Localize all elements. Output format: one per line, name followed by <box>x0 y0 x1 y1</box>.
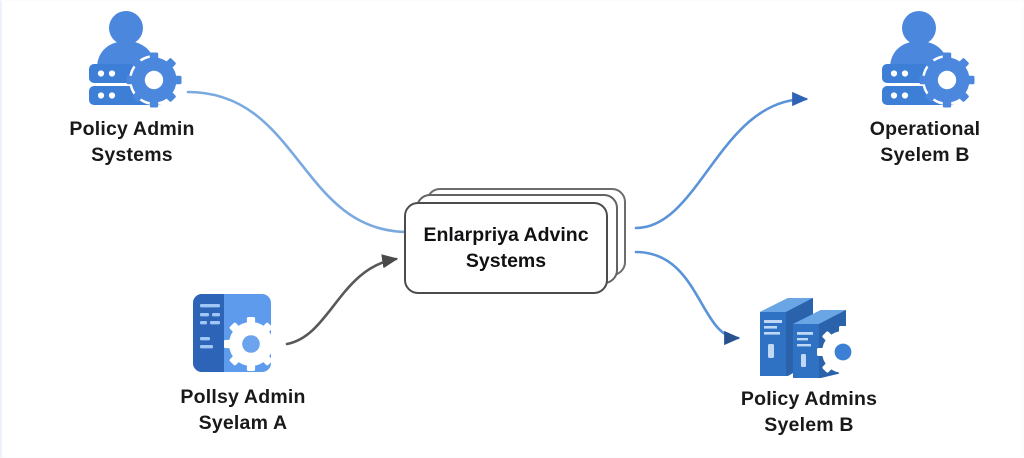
stacked-card-front <box>404 202 608 294</box>
node-enterprise-admin-systems[interactable]: Enlarpriya Advinc Systems <box>404 188 636 296</box>
edge-enterprise-to-policy-admins-system-b <box>634 250 741 346</box>
edge-enterprise-to-operational-system-b <box>634 91 809 230</box>
edge-policy-admin-systems-to-enterprise <box>186 90 410 234</box>
node-label: Pollsy Admin Syelam A <box>180 386 306 434</box>
node-operational-system-b[interactable]: Operational Syelem B <box>827 8 1023 168</box>
user-server-gear-icon <box>78 8 186 108</box>
document-card-gear-icon <box>191 292 295 376</box>
node-policy-admin-system-a[interactable]: Pollsy Admin Syelam A <box>145 292 341 436</box>
node-label: Policy Admin Systems <box>69 118 195 166</box>
node-label: Operational Syelem B <box>869 118 981 166</box>
node-policy-admins-system-b[interactable]: Policy Admins Syelem B <box>704 292 914 438</box>
user-server-gear-icon <box>871 8 979 108</box>
edge-policy-admin-system-a-to-enterprise <box>285 254 399 346</box>
node-label: Policy Admins Syelem B <box>740 388 878 436</box>
server-books-gear-icon <box>750 292 869 378</box>
node-label: Enlarpriya Advinc Systems <box>423 223 589 272</box>
node-policy-admin-systems[interactable]: Policy Admin Systems <box>34 8 230 168</box>
